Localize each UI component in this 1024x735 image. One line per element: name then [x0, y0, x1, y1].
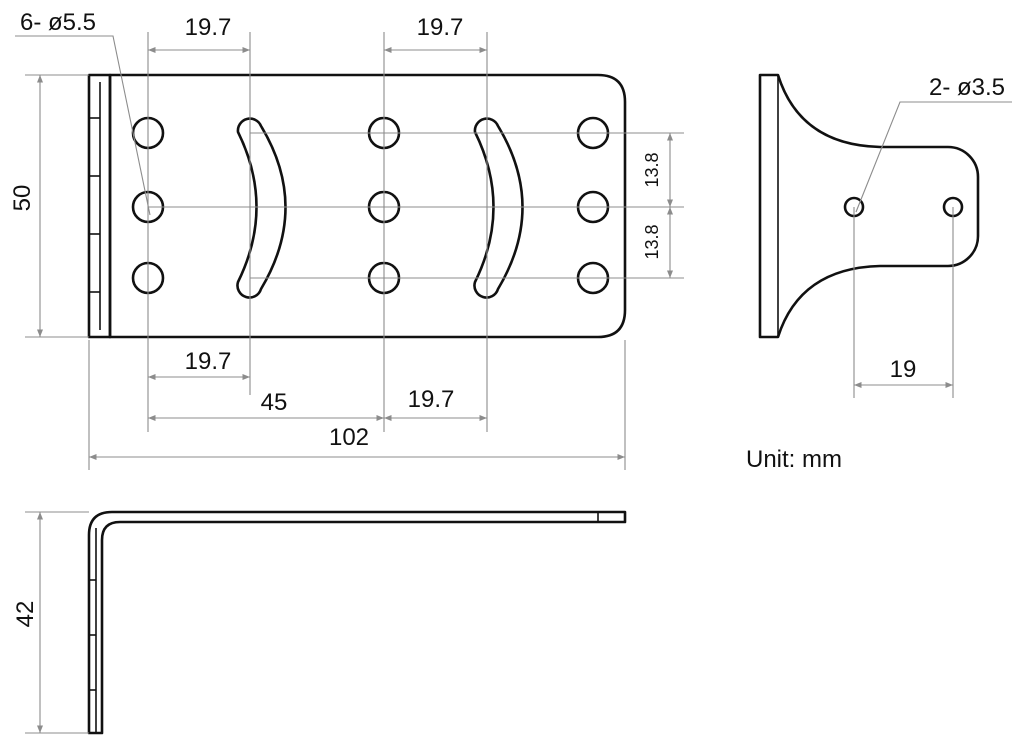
profile-dimension-lines	[25, 511, 89, 734]
profile-view	[87, 510, 627, 735]
dim-top-right: 19.7	[417, 14, 464, 41]
unit-label: Unit: mm	[746, 446, 842, 473]
side-view	[758, 73, 980, 339]
dim-top-left: 19.7	[185, 14, 232, 41]
dim-center-distance: 45	[261, 389, 288, 416]
dim-side-hole-spacing: 19	[890, 356, 917, 383]
dim-height: 50	[9, 185, 36, 212]
dim-row-upper: 13.8	[642, 152, 662, 187]
plate-outline	[108, 73, 627, 339]
front-dimension-lines	[15, 32, 684, 470]
holes-small-label: 2- ø3.5	[929, 74, 1005, 101]
holes-large-label: 6- ø5.5	[20, 9, 96, 36]
curved-slot-left	[236, 117, 287, 299]
dim-side-height: 42	[12, 601, 39, 628]
front-view	[87, 73, 627, 339]
side-dimension-lines	[853, 101, 1012, 398]
dim-bottom-left: 19.7	[185, 348, 232, 375]
dim-bottom-right: 19.7	[408, 386, 455, 413]
dim-row-lower: 13.8	[642, 224, 662, 259]
hinge-strip	[87, 73, 112, 339]
curved-slot-right	[473, 117, 524, 299]
profile-outline	[87, 510, 627, 735]
side-bracket-outline	[758, 73, 980, 339]
dim-overall-length: 102	[329, 424, 369, 451]
